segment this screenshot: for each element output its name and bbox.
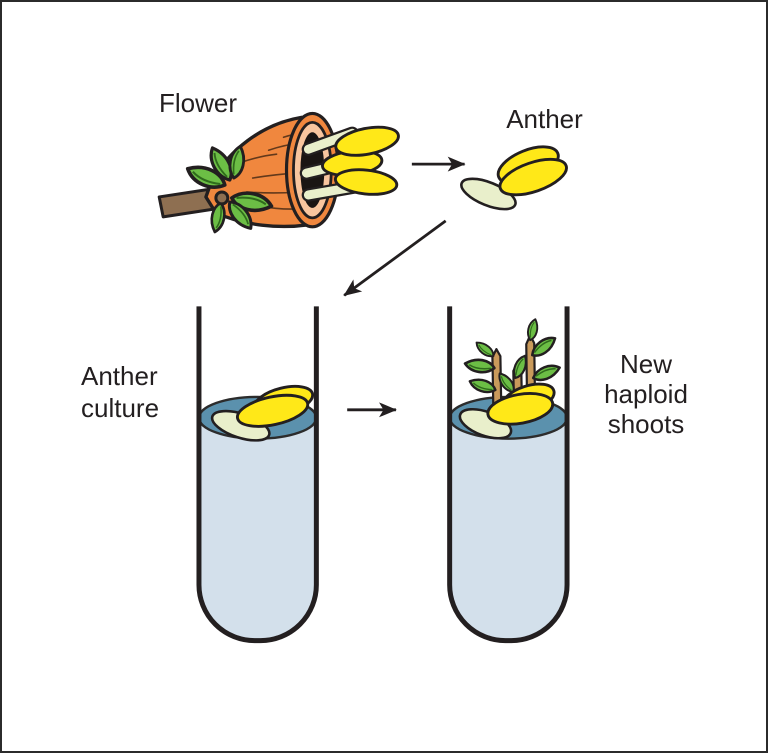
anther-icon xyxy=(460,145,568,211)
anther-culture-label: Anther culture xyxy=(81,360,191,424)
arrow-anther-to-culture xyxy=(343,219,447,297)
new-haploid-shoots-label: New haploid shoots xyxy=(594,349,698,439)
culture-medium xyxy=(198,417,317,641)
floating-anther-icon xyxy=(458,382,556,440)
flower-label: Flower xyxy=(158,88,237,118)
flower-icon xyxy=(157,111,400,235)
test-tube-haploid-shoots xyxy=(447,306,570,644)
label-line: shoots xyxy=(607,409,685,439)
label-line: New xyxy=(619,349,672,379)
flower-anthers xyxy=(321,125,400,196)
test-tube-glass xyxy=(447,306,570,644)
floating-anther-icon xyxy=(210,384,315,442)
shoot-leaf-icon xyxy=(529,362,563,384)
anther-lobe-front xyxy=(498,157,568,197)
flower-calyx xyxy=(214,190,230,206)
label-line: haploid xyxy=(604,379,688,409)
culture-medium xyxy=(449,417,568,641)
label-line: Anther xyxy=(81,361,158,391)
test-tube-anther-culture xyxy=(196,306,319,644)
anther-filament xyxy=(460,177,517,211)
shoot-leaf-icon xyxy=(523,317,542,343)
label-line: culture xyxy=(81,393,160,423)
shoot-leaf-icon xyxy=(473,337,497,362)
test-tube-glass xyxy=(196,306,319,644)
shoot-leaf-icon xyxy=(462,354,497,378)
anther-label: Anther xyxy=(506,104,583,134)
